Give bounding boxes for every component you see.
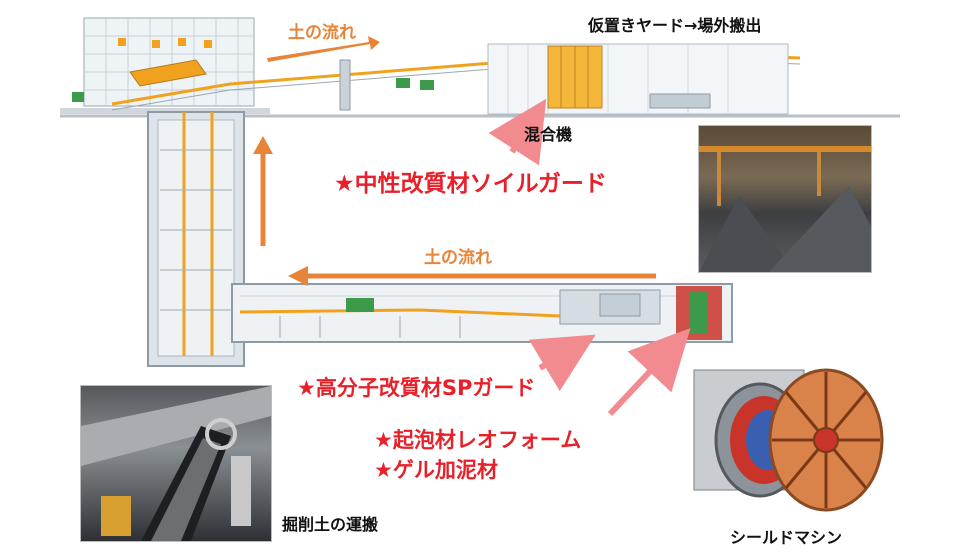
shield-machine-label: シールドマシン [730,524,842,548]
muck-transport-photo [80,385,272,542]
stockpile-photo [698,125,872,273]
yard-label: 仮置きヤード→場外搬出 [588,12,761,36]
soil-guard-label: ★中性改質材ソイルガード [334,164,607,198]
reo-foam-label: ★起泡材レオフォーム [374,424,581,454]
mixer-label: 混合機 [524,121,572,145]
vertical-shaft [148,112,244,366]
flow-label-mid: 土の流れ [424,243,492,268]
sp-guard-label: ★高分子改質材SPガード [297,372,535,402]
tunnel [232,284,732,342]
yard-building [340,44,788,114]
shield-machine-image [690,362,890,520]
flow-label-top: 土の流れ [288,18,356,43]
excavated-transport-label: 掘削土の運搬 [282,511,378,535]
gel-mud-label: ★ゲル加泥材 [374,454,498,484]
